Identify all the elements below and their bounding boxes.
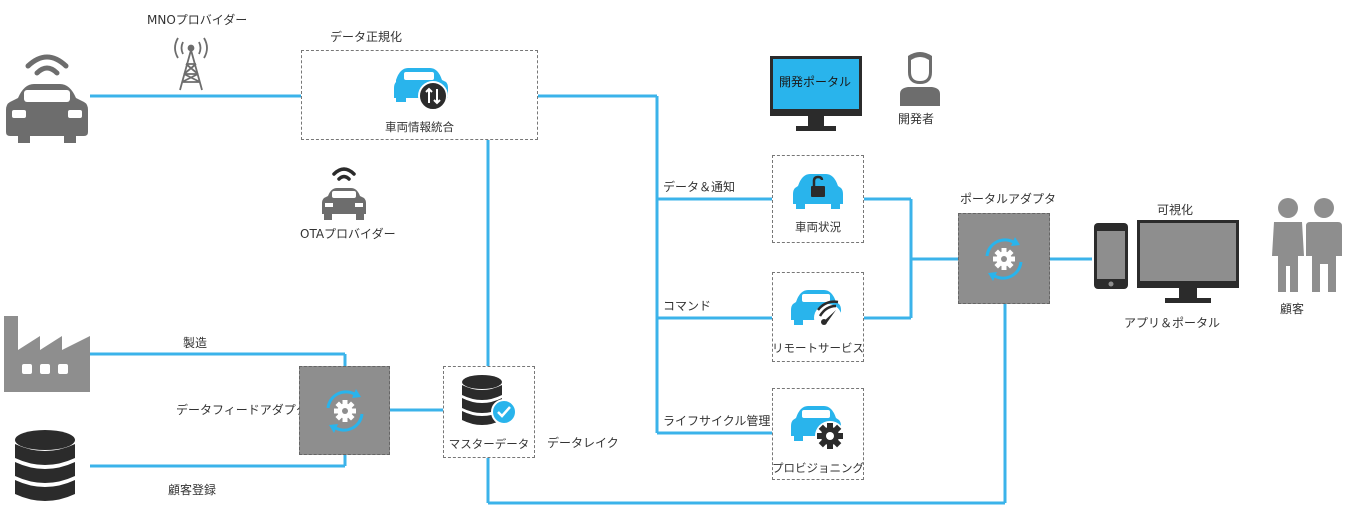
portal-adapter-sync-gear-icon — [979, 234, 1029, 284]
vehicle-info-integration-label: 車両情報統合 — [385, 120, 454, 134]
customer-registration-label: 顧客登録 — [168, 483, 217, 497]
visualization-label: 可視化 — [1157, 203, 1194, 217]
developer-label: 開発者 — [898, 112, 935, 126]
data-feed-adapter-box — [299, 366, 390, 455]
connected-car-icon — [4, 40, 90, 144]
database-icon — [14, 430, 76, 506]
app-portal-label: アプリ＆ポータル — [1124, 316, 1221, 330]
data-notification-label: データ＆通知 — [663, 180, 736, 194]
ota-car-icon — [320, 162, 368, 222]
command-label: コマンド — [663, 299, 712, 313]
cell-tower-icon — [170, 34, 212, 92]
car-remote-icon — [790, 282, 846, 334]
dev-portal-monitor — [770, 56, 862, 132]
car-sync-icon — [390, 56, 452, 112]
data-feed-sync-gear-icon — [320, 386, 370, 436]
car-gear-icon — [790, 398, 848, 452]
data-normalization-label: データ正規化 — [330, 30, 403, 44]
ota-provider-label: OTAプロバイダー — [300, 227, 396, 241]
vehicle-status-label: 車両状況 — [795, 220, 841, 234]
remote-service-label: リモートサービス — [772, 341, 864, 355]
master-data-label: マスターデータ — [448, 437, 530, 451]
car-unlock-icon — [792, 166, 844, 210]
dev-portal-label: 開発ポータル — [779, 75, 852, 89]
provisioning-label: プロビジョニング — [772, 461, 864, 475]
vehicle-status-box — [772, 155, 864, 243]
master-database-icon — [460, 374, 518, 428]
customer-label: 顧客 — [1280, 302, 1305, 316]
data-lake-label: データレイク — [547, 436, 619, 450]
lifecycle-management-label: ライフサイクル管理 — [663, 414, 771, 428]
manufacturing-label: 製造 — [183, 336, 208, 350]
desktop-monitor-icon — [1137, 220, 1239, 304]
phone-icon — [1094, 223, 1128, 289]
portal-adapter-label: ポータルアダプタ — [960, 192, 1057, 206]
mno-provider-label: MNOプロバイダー — [147, 13, 248, 27]
customers-icon — [1268, 196, 1344, 292]
developer-icon — [896, 50, 944, 106]
data-feed-adapter-label: データフィードアダプタ — [176, 403, 308, 417]
factory-icon — [4, 316, 90, 392]
